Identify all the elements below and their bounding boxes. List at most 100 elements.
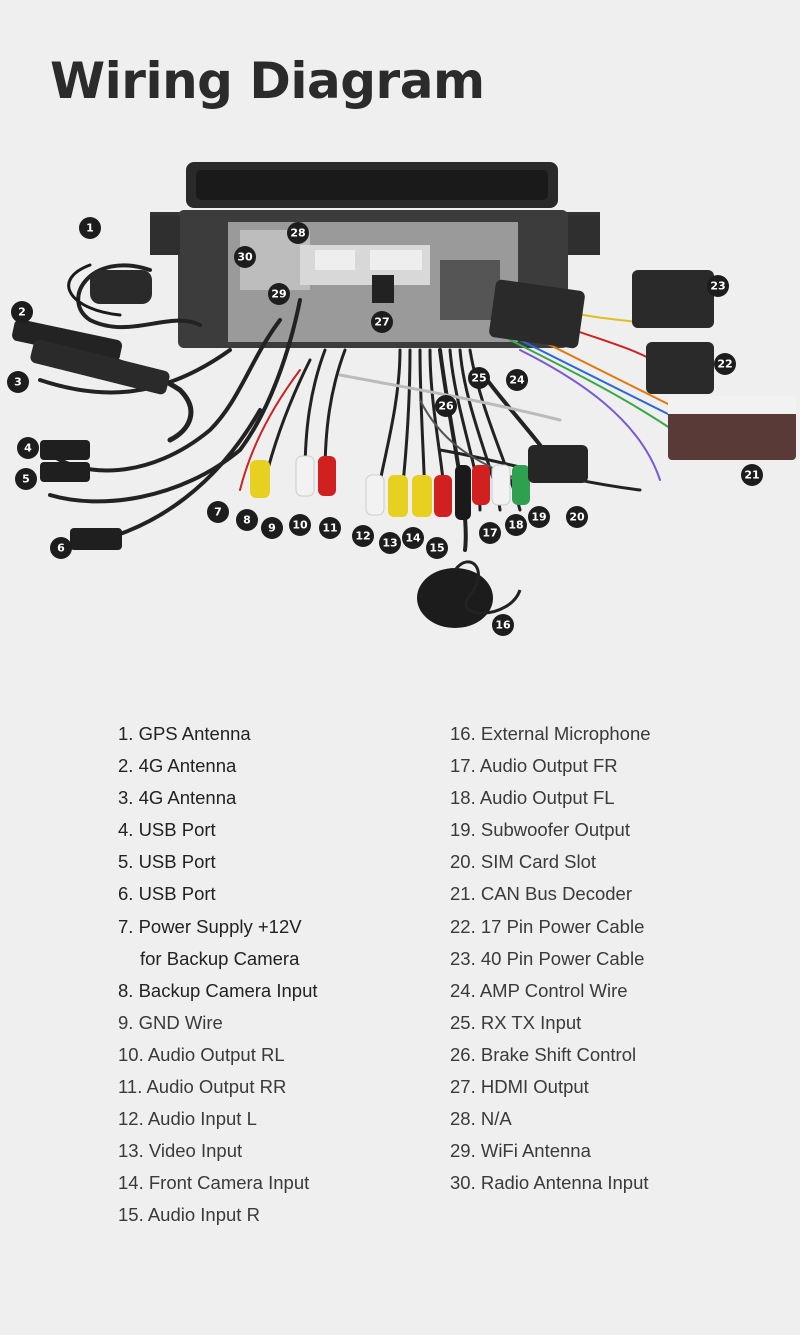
svg-text:21: 21 [744,469,759,482]
badge-8: 8 [236,509,258,531]
legend-item: 2. 4G Antenna [118,755,237,777]
svg-text:12: 12 [355,530,370,543]
svg-text:3: 3 [14,376,22,389]
legend-item: 7. Power Supply +12V [118,915,302,937]
svg-text:14: 14 [405,532,421,545]
svg-text:2: 2 [18,306,26,319]
sim-card-slot [528,445,588,483]
legend-item: 8. Backup Camera Input [118,979,318,1001]
usb-port-3 [70,528,122,550]
badge-5: 5 [15,468,37,490]
legend-item: 21. CAN Bus Decoder [450,883,633,905]
badge-21: 21 [741,464,763,486]
head-unit-illustration: 1 2 3 4 5 6 7 8 9 10 11 12 13 14 15 16 1… [7,162,796,636]
legend-item: 11. Audio Output RR [118,1076,287,1098]
usb-port-1 [40,440,90,460]
svg-text:1: 1 [86,222,94,235]
legend-item: 27. HDMI Output [450,1076,589,1098]
svg-text:29: 29 [271,288,286,301]
badge-19: 19 [528,506,550,528]
legend-item: 3. 4G Antenna [118,787,237,809]
badge-12: 12 [352,525,374,547]
legend-item: 20. SIM Card Slot [450,851,597,873]
badge-9: 9 [261,517,283,539]
svg-text:6: 6 [57,542,65,555]
svg-text:13: 13 [382,537,397,550]
legend-item: 6. USB Port [118,883,216,905]
rca-plugs [250,455,530,520]
svg-text:16: 16 [495,619,511,632]
svg-text:23: 23 [710,280,725,293]
legend-item: 30. Radio Antenna Input [450,1172,649,1194]
badge-13: 13 [379,532,401,554]
legend-item: 10. Audio Output RL [118,1043,285,1065]
svg-text:27: 27 [374,316,389,329]
badge-29: 29 [268,283,290,305]
svg-text:4: 4 [24,442,32,455]
legend-left-column: 1. GPS Antenna 2. 4G Antenna 3. 4G Anten… [118,718,438,1232]
legend-item: 5. USB Port [118,851,216,873]
legend-item: 17. Audio Output FR [450,755,618,777]
svg-text:24: 24 [509,374,525,387]
legend-item: 1. GPS Antenna [118,723,251,744]
cables [27,263,681,552]
badge-26: 26 [435,395,457,417]
svg-text:18: 18 [508,519,523,532]
badge-22: 22 [714,353,736,375]
badge-16: 16 [492,614,514,636]
badge-2: 2 [11,301,33,323]
badge-28: 28 [287,222,309,244]
legend-item: 25. RX TX Input [450,1011,582,1033]
badge-11: 11 [319,517,341,539]
legend-item: 9. GND Wire [118,1011,223,1033]
badge-10: 10 [289,514,311,536]
page-title: Wiring Diagram [50,52,485,110]
legend-item: 12. Audio Input L [118,1108,257,1130]
legend-item: 15. Audio Input R [118,1204,260,1226]
svg-text:25: 25 [471,372,486,385]
legend-item: 16. External Microphone [450,723,651,744]
svg-text:28: 28 [290,227,305,240]
svg-text:9: 9 [268,522,276,535]
wiring-diagram-photo: 1 2 3 4 5 6 7 8 9 10 11 12 13 14 15 16 1… [0,150,800,650]
svg-text:11: 11 [322,522,337,535]
legend-item: 4. USB Port [118,819,216,841]
legend-item: 24. AMP Control Wire [450,979,628,1001]
svg-text:22: 22 [717,358,732,371]
legend-item: 23. 40 Pin Power Cable [450,947,645,969]
external-microphone [417,568,493,628]
badge-3: 3 [7,371,29,393]
gps-antenna [90,270,152,304]
badge-17: 17 [479,522,501,544]
4g-antenna [12,319,123,362]
badge-6: 6 [50,537,72,559]
callout-badges: 1 2 3 4 5 6 7 8 9 10 11 12 13 14 15 16 1… [7,217,763,636]
svg-text:17: 17 [482,527,497,540]
badge-24: 24 [506,369,528,391]
svg-text:10: 10 [292,519,308,532]
badge-14: 14 [402,527,424,549]
svg-text:15: 15 [429,542,444,555]
badge-18: 18 [505,514,527,536]
legend-item: 18. Audio Output FL [450,787,615,809]
legend-item: 19. Subwoofer Output [450,819,630,841]
legend-item: 28. N/A [450,1108,512,1130]
svg-text:26: 26 [438,400,454,413]
4g-antenna-2 [30,339,170,395]
legend-item: 13. Video Input [118,1140,243,1162]
badge-23: 23 [707,275,729,297]
badge-25: 25 [468,367,490,389]
badge-7: 7 [207,501,229,523]
badge-20: 20 [566,506,588,528]
legend-item: 29. WiFi Antenna [450,1140,591,1162]
badge-27: 27 [371,311,393,333]
svg-text:5: 5 [22,473,30,486]
17-pin-power-cable [646,342,714,394]
legend-item-continuation: for Backup Camera [140,947,300,969]
usb-port-2 [40,462,90,482]
svg-text:7: 7 [214,506,222,519]
badge-1: 1 [79,217,101,239]
legend-item: 22. 17 Pin Power Cable [450,915,645,937]
legend-item: 14. Front Camera Input [118,1172,310,1194]
legend-right-column: 16. External Microphone 17. Audio Output… [450,718,790,1199]
